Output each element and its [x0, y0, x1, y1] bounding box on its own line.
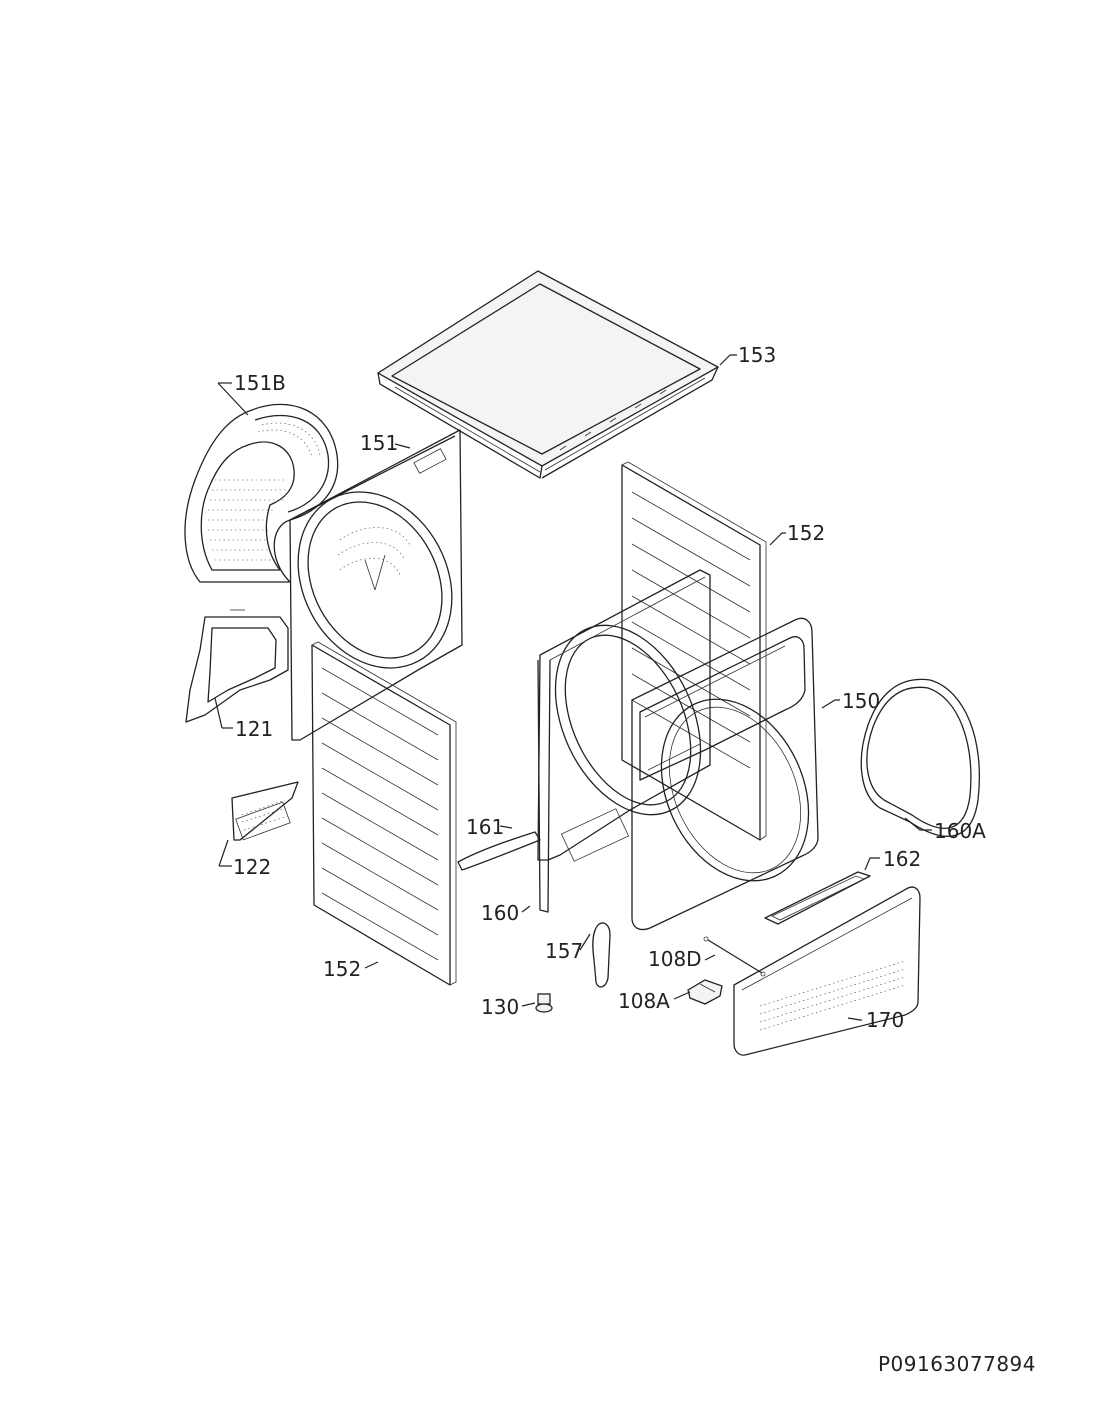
foot-part: [535, 993, 553, 1013]
label-160: 160: [481, 901, 519, 925]
hinge-part: [687, 979, 723, 1005]
label-162: 162: [883, 847, 921, 871]
back-panel-part: [289, 429, 463, 741]
label-160A: 160A: [934, 819, 986, 843]
part-labels: 153 151B 151 152 150 121 160A 161 162 12…: [233, 343, 986, 1032]
side-panel-right-part: [621, 461, 767, 841]
label-151B: 151B: [234, 371, 286, 395]
label-108A: 108A: [618, 989, 670, 1013]
label-150: 150: [842, 689, 880, 713]
front-panel-part: [631, 617, 819, 931]
rear-filter-cover-part: [184, 382, 339, 583]
label-157: 157: [545, 939, 583, 963]
label-153: 153: [738, 343, 776, 367]
front-frame-part: [537, 569, 711, 913]
diagram-code: P09163077894: [877, 1352, 1036, 1376]
label-152-bottom: 152: [323, 957, 361, 981]
rod-part: [703, 936, 766, 977]
label-108D: 108D: [648, 947, 702, 971]
air-duct-part: [185, 609, 289, 729]
door-seal-part: [860, 678, 981, 837]
label-122: 122: [233, 855, 271, 879]
label-161: 161: [466, 815, 504, 839]
handle-part: [592, 922, 611, 988]
label-130: 130: [481, 995, 519, 1019]
side-panel-left-part: [311, 641, 457, 986]
label-151: 151: [360, 431, 398, 455]
label-170: 170: [866, 1008, 904, 1032]
lint-cover-part: [764, 871, 871, 925]
label-152-top: 152: [787, 521, 825, 545]
filter-part: [218, 781, 299, 867]
front-bracket-part: [457, 831, 541, 871]
label-121: 121: [235, 717, 273, 741]
kickplate-part: [733, 886, 921, 1056]
top-cover-part: [376, 270, 720, 479]
leader-lines: [364, 354, 932, 1021]
